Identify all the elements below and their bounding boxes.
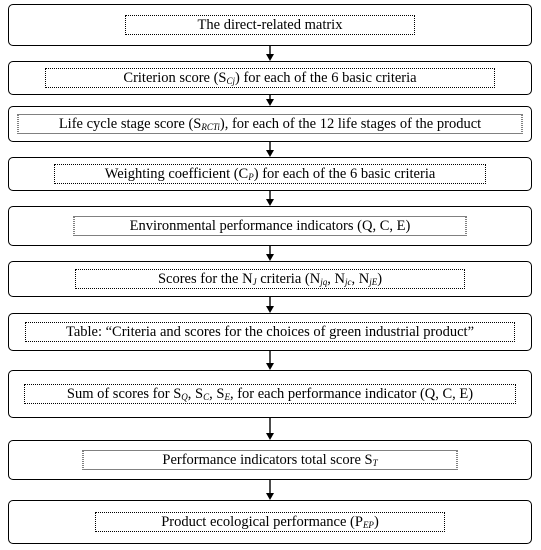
step-box-table-criteria-scores: Table: “Criteria and scores for the choi… xyxy=(8,313,532,351)
step-label-performance-indicators-total: Performance indicators total score ST xyxy=(82,450,458,470)
step-label-sum-of-scores: Sum of scores for SQ, SC, SE, for each p… xyxy=(24,384,516,404)
arrow-6 xyxy=(266,297,274,313)
step-box-product-ecological-performance: Product ecological performance (PEP) xyxy=(8,500,532,544)
step-label-life-cycle-stage-score: Life cycle stage score (SRCTi), for each… xyxy=(17,114,523,134)
arrow-1 xyxy=(266,46,274,61)
arrow-5 xyxy=(266,246,274,261)
step-label-weighting-coefficient: Weighting coefficient (CP) for each of t… xyxy=(54,164,486,184)
step-box-environmental-performance-indicators: Environmental performance indicators (Q,… xyxy=(8,206,532,246)
step-label-scores-nj-criteria: Scores for the NJ criteria (Njq, Njc, Nj… xyxy=(75,269,465,289)
step-box-scores-nj-criteria: Scores for the NJ criteria (Njq, Njc, Nj… xyxy=(8,261,532,297)
arrow-3 xyxy=(266,142,274,157)
step-label-criterion-score: Criterion score (SCj) for each of the 6 … xyxy=(45,68,495,88)
step-label-product-ecological-performance: Product ecological performance (PEP) xyxy=(95,512,445,532)
arrow-8 xyxy=(266,418,274,440)
step-box-performance-indicators-total: Performance indicators total score ST xyxy=(8,440,532,480)
arrow-9 xyxy=(266,480,274,500)
step-box-criterion-score: Criterion score (SCj) for each of the 6 … xyxy=(8,61,532,95)
step-box-weighting-coefficient: Weighting coefficient (CP) for each of t… xyxy=(8,157,532,191)
step-label-environmental-performance-indicators: Environmental performance indicators (Q,… xyxy=(73,216,467,236)
step-box-direct-related-matrix: The direct-related matrix xyxy=(8,4,532,46)
step-label-direct-related-matrix: The direct-related matrix xyxy=(125,15,415,35)
step-label-table-criteria-scores: Table: “Criteria and scores for the choi… xyxy=(25,322,515,342)
arrow-4 xyxy=(266,191,274,206)
arrow-7 xyxy=(266,351,274,370)
step-box-life-cycle-stage-score: Life cycle stage score (SRCTi), for each… xyxy=(8,106,532,142)
step-box-sum-of-scores: Sum of scores for SQ, SC, SE, for each p… xyxy=(8,370,532,418)
arrow-2 xyxy=(266,95,274,106)
